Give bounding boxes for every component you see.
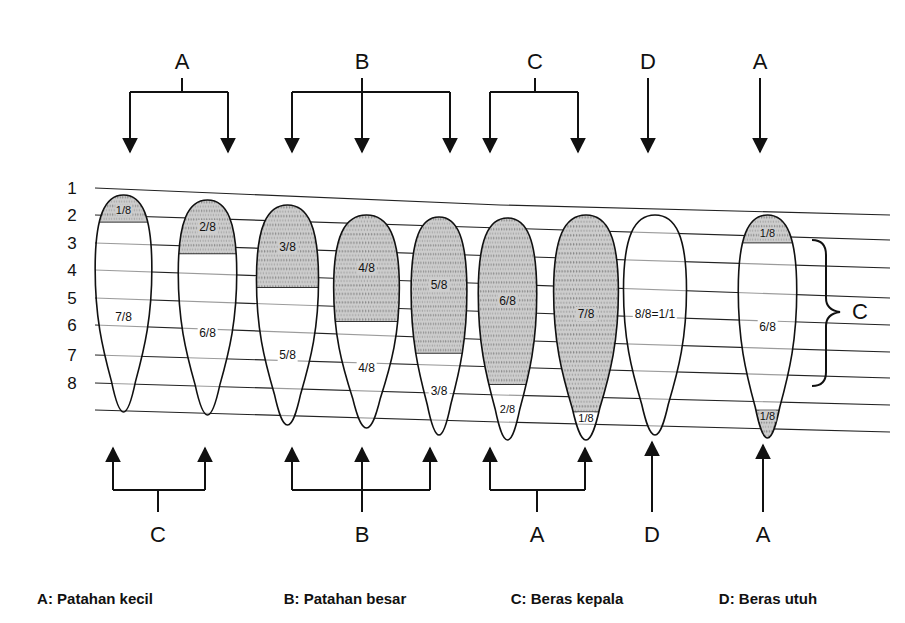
letter: D [644, 524, 660, 546]
fraction-label: 2/8 [499, 403, 516, 414]
scale-number: 3 [67, 235, 76, 252]
fraction-label: 7/8 [576, 307, 597, 321]
fraction-label: 3/8 [277, 240, 298, 254]
rice-grain: 8/8=1/1 [620, 215, 690, 435]
letter: D [640, 51, 656, 73]
fraction-label: 4/8 [356, 261, 377, 275]
legend-text: C: Beras kepala [511, 591, 624, 606]
rice-grain: 5/8 3/8 [408, 217, 470, 435]
fraction-label: 7/8 [113, 310, 134, 324]
rice-grain: 6/8 2/8 [475, 218, 540, 440]
letter: B [355, 524, 370, 546]
letter: C [527, 51, 543, 73]
letter: A [175, 51, 190, 73]
rice-grain: 4/8 4/8 [330, 215, 403, 428]
scale-number: 5 [67, 290, 76, 307]
fraction-label: 5/8 [429, 278, 450, 292]
letter: B [355, 51, 370, 73]
fraction-label: 4/8 [356, 361, 377, 375]
rice-grain: 7/8 1/8 [550, 215, 622, 440]
fraction-label: 6/8 [497, 294, 518, 308]
brackets [113, 78, 840, 512]
grain-outline [92, 195, 155, 412]
letter: C [150, 524, 166, 546]
scale-number: 8 [67, 375, 76, 392]
rice-grain: 1/8 7/8 [92, 195, 155, 412]
fraction-label: 6/8 [197, 326, 218, 340]
fraction-label: 8/8=1/1 [633, 307, 677, 321]
legend-text: B: Patahan besar [284, 591, 407, 606]
fraction-label: 1/8 [115, 205, 132, 216]
fraction-label: 3/8 [429, 384, 450, 398]
rice-grain: 2/8 6/8 [175, 200, 240, 415]
rice-grain: 3/8 5/8 [253, 205, 322, 425]
fraction-label: 1/8 [759, 410, 776, 421]
scale-number: 2 [67, 207, 76, 224]
fraction-label: 1/8 [759, 227, 776, 238]
brace-letter: C [852, 301, 868, 323]
grain-outline [330, 215, 403, 428]
scale-number: 7 [67, 347, 76, 364]
legend-text: A: Patahan kecil [37, 591, 153, 606]
fraction-label: 2/8 [197, 220, 218, 234]
scale-number: 4 [67, 262, 76, 279]
fraction-label: 5/8 [277, 348, 298, 362]
rice-grain: 1/8 6/8 1/8 [735, 215, 800, 438]
scale-number: 1 [67, 180, 76, 197]
scale-number: 6 [67, 317, 76, 334]
letter: A [753, 51, 768, 73]
grain-outline [408, 217, 470, 435]
fraction-label: 1/8 [577, 412, 594, 423]
letter: A [756, 524, 771, 546]
fraction-label: 6/8 [757, 320, 778, 334]
grain-outline [620, 215, 690, 435]
grain-outline [253, 205, 322, 425]
letter: A [530, 524, 545, 546]
legend-text: D: Beras utuh [719, 591, 817, 606]
grain-outline [550, 215, 622, 440]
